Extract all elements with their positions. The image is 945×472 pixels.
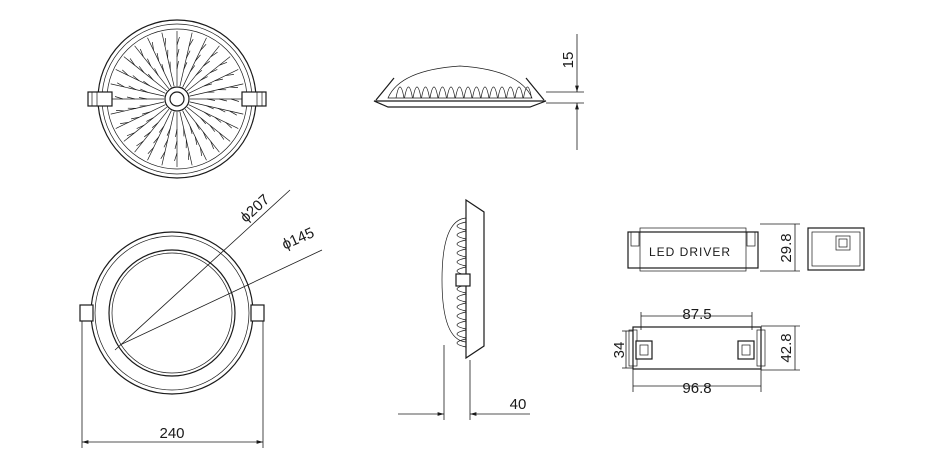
top-view [87,19,267,179]
side-view-top: 15 [373,34,584,150]
driver-end [807,227,865,271]
dim-height-top: 15 [560,52,577,69]
right-clip [241,91,267,107]
driver-top: 87.5 34 42.8 96.8 [611,306,800,397]
left-clip [87,91,113,107]
driver-label: LED DRIVER [649,245,731,259]
front-view: ϕ207 ϕ145 240 [79,189,323,448]
dim-face-diameter: ϕ145 [279,224,316,253]
dim-driver-length-outer: 96.8 [682,380,711,397]
dim-side-depth: 40 [510,396,527,413]
dim-driver-length-inner: 87.5 [682,306,711,323]
dim-driver-width-outer: 42.8 [778,333,795,362]
dim-driver-width-inner: 34 [611,342,628,359]
side-view-bottom: 40 [398,198,530,420]
driver-front: LED DRIVER 29.8 [627,223,800,272]
dim-cutout-diameter: ϕ207 [237,191,273,226]
dim-overall-width: 240 [159,425,184,442]
fin-rays [109,31,245,167]
dim-driver-height: 29.8 [778,233,795,262]
